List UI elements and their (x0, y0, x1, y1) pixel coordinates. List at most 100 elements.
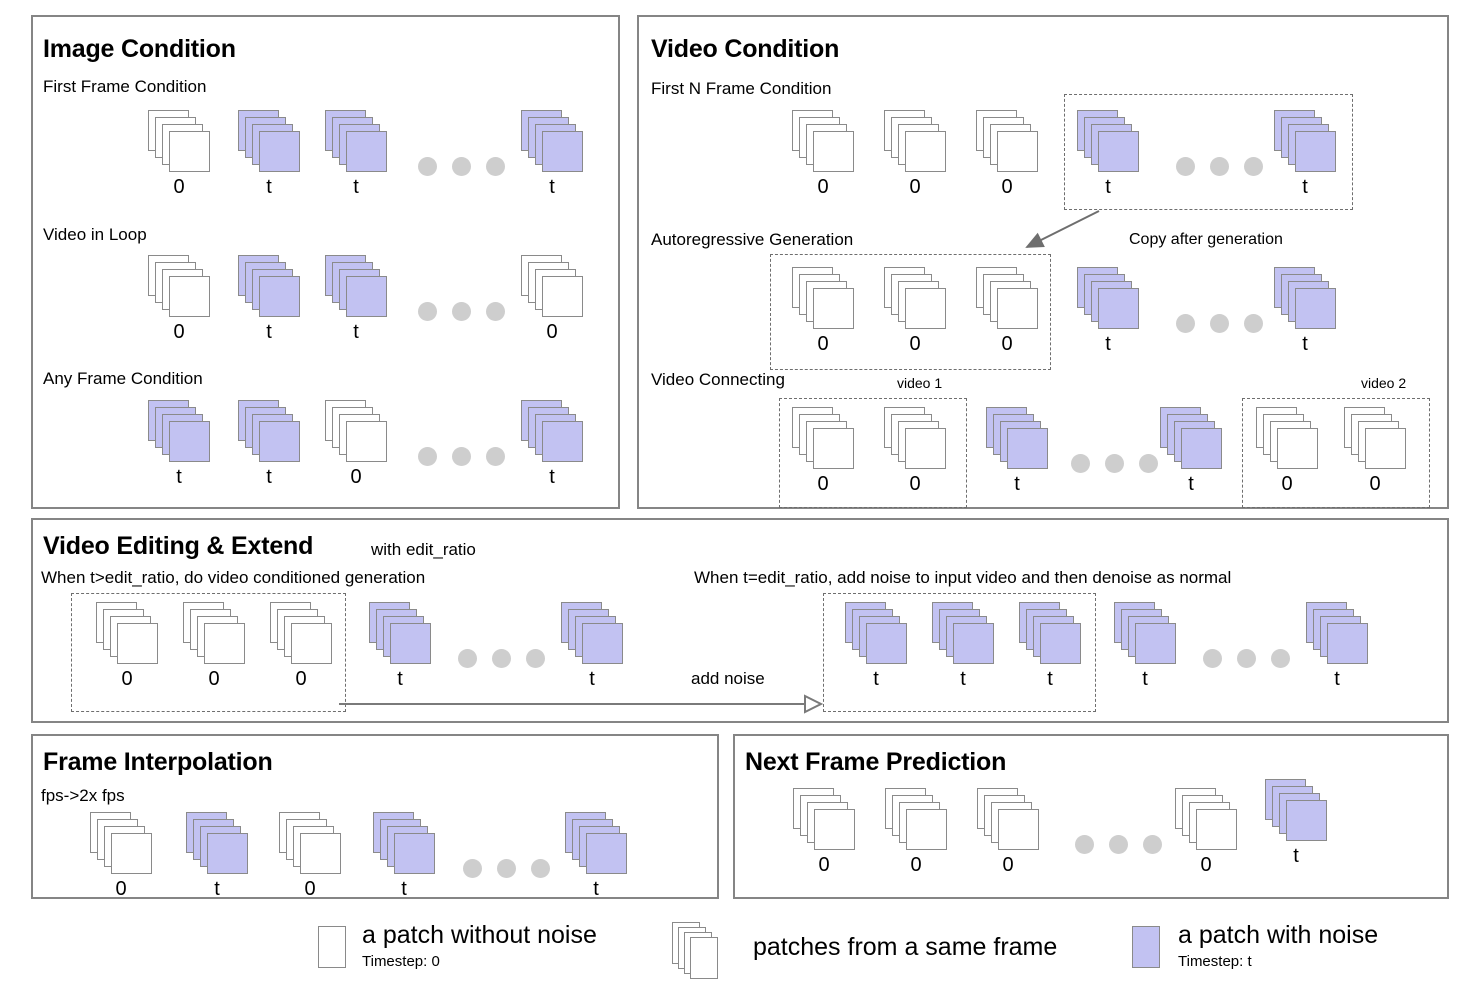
legend-stack-swatch (672, 922, 724, 980)
timestep-label: 0 (173, 176, 185, 198)
patch (542, 421, 583, 462)
frame-stack: t (521, 400, 583, 488)
frame-stack: t (148, 400, 210, 488)
frame-stack: t (845, 602, 907, 690)
patch (905, 428, 946, 469)
frame-stack: t (932, 602, 994, 690)
frame-stack: 0 (884, 110, 946, 198)
patch (1295, 131, 1336, 172)
patch (346, 421, 387, 462)
timestep-label: 0 (1281, 473, 1293, 495)
frame-stack: 0 (792, 407, 854, 495)
timestep-label: 0 (208, 668, 220, 690)
row-label-any-frame-condition: Any Frame Condition (43, 369, 203, 388)
timestep-label: t (1302, 333, 1308, 355)
frame-stack: t (238, 400, 300, 488)
patch (1286, 800, 1327, 841)
timestep-label: 0 (817, 176, 829, 198)
ellipsis-dots (1075, 835, 1162, 854)
timestep-label: 0 (304, 878, 316, 900)
patch (997, 288, 1038, 329)
patch (394, 833, 435, 874)
frame-stack: t (1077, 267, 1139, 355)
patch (259, 131, 300, 172)
ellipsis-dots (1203, 649, 1290, 668)
ellipsis-dots (463, 859, 550, 878)
timestep-label: t (1188, 473, 1194, 495)
row-label-first-n-frame-condition: First N Frame Condition (651, 79, 832, 98)
panel-title-suffix-edit-ratio: with edit_ratio (371, 540, 476, 559)
patch (169, 276, 210, 317)
frame-stack: 0 (148, 110, 210, 198)
frame-stack: t (186, 812, 248, 900)
patch (169, 421, 210, 462)
frame-stack: 0 (792, 267, 854, 355)
timestep-label: 0 (121, 668, 133, 690)
timestep-label: t (353, 176, 359, 198)
patch (346, 131, 387, 172)
timestep-label: t (1293, 845, 1299, 867)
frame-stack: t (561, 602, 623, 690)
timestep-label: 0 (818, 854, 830, 876)
patch (300, 833, 341, 874)
legend-clean-patch-swatch (318, 926, 346, 968)
caption-left-video-conditioned: When t>edit_ratio, do video conditioned … (41, 568, 426, 587)
frame-stack: 0 (90, 812, 152, 900)
frame-stack: t (325, 110, 387, 198)
patch (813, 131, 854, 172)
panel-title-video-condition: Video Condition (651, 35, 840, 63)
ellipsis-dots (418, 447, 505, 466)
ellipsis-dots (418, 302, 505, 321)
subtitle-fps: fps->2x fps (41, 786, 125, 805)
frame-stack: t (238, 110, 300, 198)
timestep-label: t (593, 878, 599, 900)
legend: a patch without noise Timestep: 0 patche… (0, 915, 1472, 1000)
timestep-label: t (214, 878, 220, 900)
patch (259, 421, 300, 462)
row-label-video-in-loop: Video in Loop (43, 225, 147, 244)
timestep-label: 0 (909, 473, 921, 495)
patch (1295, 288, 1336, 329)
frame-stack: 0 (521, 255, 583, 343)
add-noise-label: add noise (691, 669, 765, 688)
patch (169, 131, 210, 172)
frame-stack: t (1274, 110, 1336, 198)
frame-stack: 0 (884, 267, 946, 355)
frame-stack: 0 (1344, 407, 1406, 495)
timestep-label: 0 (1369, 473, 1381, 495)
patch (542, 131, 583, 172)
patch (111, 833, 152, 874)
dashed-group-video2 (1242, 398, 1430, 508)
timestep-label: t (1142, 668, 1148, 690)
row-label-first-frame-condition: First Frame Condition (43, 77, 207, 96)
frame-stack: 0 (270, 602, 332, 690)
ellipsis-dots (1071, 454, 1158, 473)
timestep-label: 0 (173, 321, 185, 343)
patch (905, 131, 946, 172)
timestep-label: t (1014, 473, 1020, 495)
frame-stack: 0 (279, 812, 341, 900)
patch (1365, 428, 1406, 469)
frame-stack: 0 (792, 110, 854, 198)
timestep-label: t (549, 176, 555, 198)
ellipsis-dots (458, 649, 545, 668)
patch (1040, 623, 1081, 664)
timestep-label: t (960, 668, 966, 690)
frame-stack: t (238, 255, 300, 343)
patch (207, 833, 248, 874)
patch (814, 809, 855, 850)
dashed-group-noised-video (823, 593, 1096, 712)
patch (259, 276, 300, 317)
copy-after-generation-arrow (1025, 210, 1100, 248)
frame-stack: t (1160, 407, 1222, 495)
patch (586, 833, 627, 874)
patch (1327, 623, 1368, 664)
timestep-label: 0 (115, 878, 127, 900)
timestep-label: t (1105, 176, 1111, 198)
patch (813, 428, 854, 469)
patch (1098, 288, 1139, 329)
frame-stack: 0 (793, 788, 855, 876)
timestep-label: 0 (1200, 854, 1212, 876)
panel-next-frame-prediction: Next Frame Prediction 0 0 0 0 t (733, 734, 1449, 899)
add-noise-arrow (339, 694, 824, 714)
